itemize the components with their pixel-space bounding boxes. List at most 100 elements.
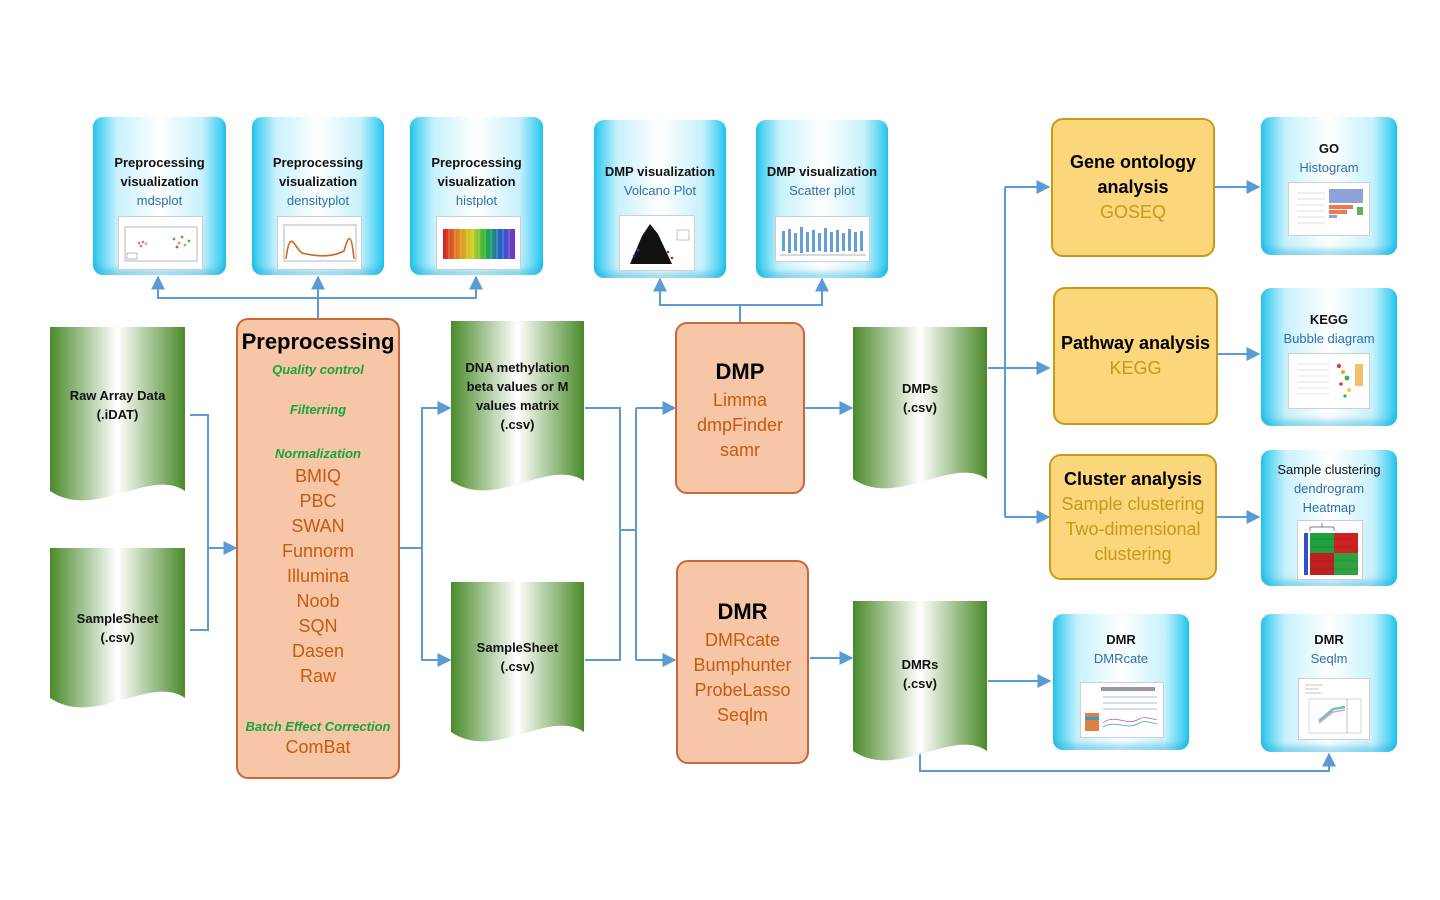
dmps-line2: (.csv) <box>903 400 937 415</box>
samplesheet-input-line1: SampleSheet <box>76 611 159 626</box>
viz-card-histplot: Preprocessing visualization histplot <box>410 117 543 275</box>
cluster-tool-2: clustering <box>1094 544 1172 564</box>
normalization-method-3: Funnorm <box>281 541 355 561</box>
viz-sub-mdsplot: mdsplot <box>136 193 183 208</box>
viz-card-volcano: DMP visualization Volcano Plot <box>594 120 726 278</box>
histplot-title-line-1: visualization <box>437 174 516 189</box>
samplesheet-mid-line1: SampleSheet <box>476 640 559 655</box>
mdsplot-title-line-0: Preprocessing <box>114 155 205 170</box>
viz-sub-densityplot: densityplot <box>286 193 350 208</box>
step-normalization: Normalization <box>275 446 361 461</box>
cluster-viz-title-line-0: Sample clustering <box>1277 462 1381 477</box>
step-batch-effect: Batch Effect Correction <box>245 719 391 734</box>
normalization-method-4: Illumina <box>286 566 350 586</box>
viz-sub-cluster: dendrogram Heatmap <box>1293 481 1365 515</box>
dmr-tool-2: ProbeLasso <box>694 680 791 700</box>
dmp-tool-0: Limma <box>712 390 767 410</box>
viz-sub-dmrcate: DMRcate <box>1093 651 1149 666</box>
viz-card-cluster: Sample clustering dendrogram Heatmap <box>1261 450 1397 586</box>
dmps-output-doc: DMPs (.csv) <box>853 327 987 493</box>
go-histogram-thumbnail <box>1288 182 1370 236</box>
viz-card-kegg: KEGG Bubble diagram <box>1261 288 1397 426</box>
step-quality-control: Quality control <box>272 362 364 377</box>
kegg-viz-title-line-0: KEGG <box>1309 312 1349 327</box>
samplesheet-input-doc: SampleSheet (.csv) <box>50 548 185 710</box>
seqlm-viz-title-line-0: DMR <box>1314 632 1344 647</box>
mdsplot-title-line-1: visualization <box>120 174 199 189</box>
scatter-thumbnail <box>775 216 870 262</box>
dmrcate-viz-title-line-0: DMR <box>1106 632 1136 647</box>
histplot-thumbnail <box>436 216 521 270</box>
viz-sub-volcano: Volcano Plot <box>623 183 697 198</box>
dmrcate-thumbnail <box>1080 682 1164 738</box>
viz-sub-go: Histogram <box>1299 160 1359 175</box>
matrix-line2: beta values or M <box>466 379 569 394</box>
volcano-thumbnail <box>619 215 695 271</box>
dmp-title: DMP <box>715 359 765 384</box>
kegg-bubble-thumbnail <box>1288 353 1370 409</box>
normalization-method-0: BMIQ <box>294 466 341 486</box>
raw-array-data-doc: Raw Array Data (.iDAT) <box>50 327 185 503</box>
samplesheet-mid-line2: (.csv) <box>500 659 535 674</box>
normalization-method-1: PBC <box>299 491 337 511</box>
samplesheet-mid-doc: SampleSheet (.csv) <box>451 582 584 744</box>
viz-card-seqlm: DMR Seqlm <box>1261 614 1397 752</box>
combat-label: ComBat <box>285 737 351 757</box>
preprocessing-box: Preprocessing Quality control Filterring… <box>236 318 400 779</box>
dmps-line1: DMPs <box>901 381 939 396</box>
densityplot-thumbnail <box>277 216 362 270</box>
scatter-title-line-0: DMP visualization <box>766 164 878 179</box>
dmr-tool-3: Seqlm <box>716 705 769 725</box>
preprocessing-title: Preprocessing <box>241 329 395 354</box>
viz-card-scatter: DMP visualization Scatter plot <box>756 120 888 278</box>
dmp-tool-2: samr <box>720 440 760 460</box>
dmp-box: DMP Limma dmpFinder samr <box>675 322 805 494</box>
volcano-title-line-0: DMP visualization <box>604 164 716 179</box>
matrix-line1: DNA methylation <box>465 360 570 375</box>
methylation-matrix-doc: DNA methylation beta values or M values … <box>451 321 584 495</box>
densityplot-title-line-0: Preprocessing <box>272 155 364 170</box>
pathway-analysis-tools: KEGG <box>1109 356 1161 381</box>
dmrs-line2: (.csv) <box>903 675 937 691</box>
viz-card-go: GO Histogram <box>1261 117 1397 255</box>
normalization-method-6: SQN <box>298 616 338 636</box>
mdsplot-thumbnail <box>118 216 203 270</box>
dmrs-output-doc: DMRs (.csv) <box>853 601 987 765</box>
seqlm-thumbnail <box>1298 678 1370 740</box>
matrix-line3: values matrix <box>475 398 560 413</box>
viz-sub-histplot: histplot <box>455 193 498 208</box>
normalization-method-7: Dasen <box>291 641 345 661</box>
go-tool-0: GOSEQ <box>1099 202 1166 222</box>
cluster-title-line-0: Cluster analysis <box>1063 469 1203 489</box>
go-title-line-0: Gene ontology <box>1070 152 1196 172</box>
raw-array-line1: Raw Array Data <box>69 387 166 403</box>
densityplot-title-line-1: visualization <box>278 174 358 189</box>
pathway-title-line-0: Pathway analysis <box>1060 333 1211 353</box>
cluster-tool-1: Two-dimensional <box>1065 519 1201 539</box>
matrix-line4: (.csv) <box>500 417 535 432</box>
cluster-analysis-title: Cluster analysis <box>1064 467 1202 492</box>
histplot-title-line-0: Preprocessing <box>431 155 522 170</box>
dmr-tool-1: Bumphunter <box>693 655 792 675</box>
dmp-tools: Limma dmpFinder samr <box>677 388 803 463</box>
viz-sub-kegg: Bubble diagram <box>1283 331 1375 346</box>
viz-card-densityplot: Preprocessing visualization densityplot <box>252 117 384 275</box>
dmp-tool-1: dmpFinder <box>696 415 784 435</box>
pathway-analysis-box: Pathway analysis KEGG <box>1053 287 1218 425</box>
normalization-method-2: SWAN <box>291 516 345 536</box>
dmrs-line1: DMRs <box>901 656 939 672</box>
dmr-title: DMR <box>717 599 768 624</box>
step-filtering: Filterring <box>289 402 347 417</box>
normalization-method-5: Noob <box>296 591 340 611</box>
raw-array-line2: (.iDAT) <box>96 406 139 422</box>
cluster-tool-0: Sample clustering <box>1061 494 1205 514</box>
go-analysis-tools: GOSEQ <box>1100 200 1166 225</box>
heatmap-thumbnail <box>1297 520 1363 580</box>
